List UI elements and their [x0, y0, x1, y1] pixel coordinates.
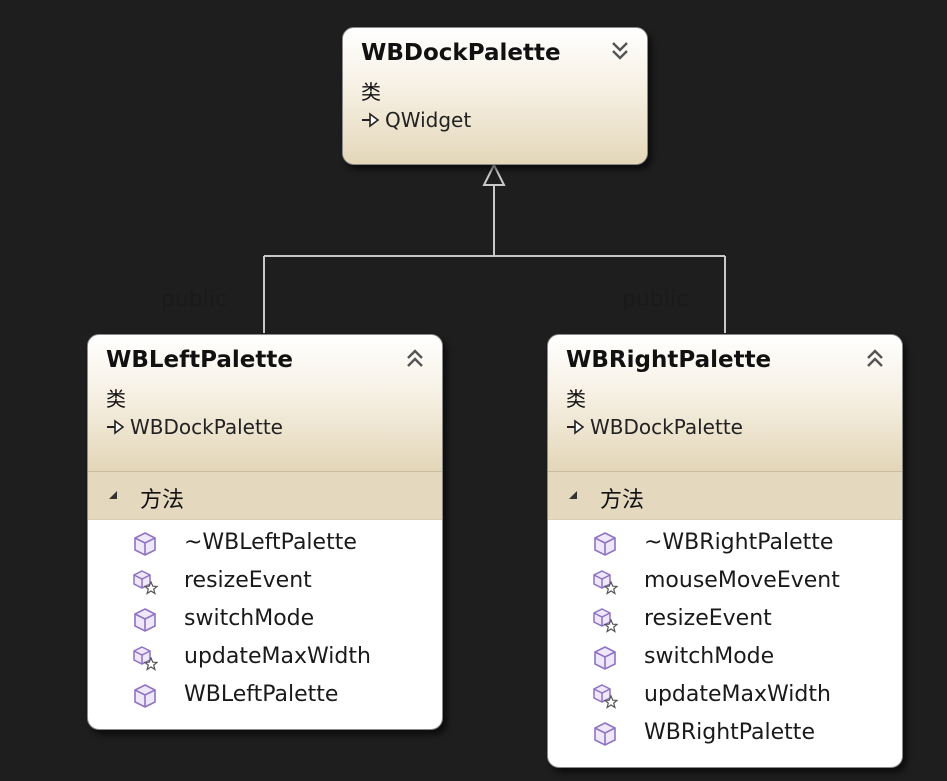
collapse-triangle-icon — [569, 491, 577, 499]
inheritance-connector — [263, 185, 726, 333]
method-label: mouseMoveEvent — [644, 568, 840, 593]
method-override-icon — [133, 646, 158, 671]
class-node-header: WBLeftPalette 类 WBDockPalette — [88, 335, 442, 472]
chevron-double-up-icon[interactable] — [404, 347, 426, 369]
method-icon — [594, 722, 616, 746]
method-override-icon — [593, 608, 618, 633]
method-icon — [594, 646, 616, 670]
class-kind: 类 — [566, 387, 586, 411]
method-row[interactable]: updateMaxWidth — [88, 638, 442, 676]
method-label: updateMaxWidth — [644, 682, 831, 707]
class-node-header: WBRightPalette 类 WBDockPalette — [548, 335, 902, 472]
class-kind: 类 — [106, 387, 126, 411]
method-row[interactable]: resizeEvent — [88, 562, 442, 600]
class-node-right[interactable]: WBRightPalette 类 WBDockPalette 方法 ~WBRig… — [547, 334, 903, 768]
class-name: WBLeftPalette — [106, 347, 293, 373]
method-row[interactable]: ~WBRightPalette — [548, 524, 902, 562]
base-class-ref: WBDockPalette — [566, 415, 743, 439]
method-list: ~WBRightPalette mouseMoveEvent resizeEvent… — [548, 520, 902, 752]
base-class-name: QWidget — [385, 108, 472, 132]
method-row[interactable]: resizeEvent — [548, 600, 902, 638]
method-icon — [134, 532, 156, 556]
methods-section-header[interactable]: 方法 — [548, 472, 902, 520]
chevron-double-down-icon[interactable] — [609, 40, 631, 62]
section-label: 方法 — [140, 488, 185, 513]
class-kind: 类 — [361, 80, 381, 104]
method-row[interactable]: switchMode — [88, 600, 442, 638]
method-label: switchMode — [644, 644, 775, 669]
method-label: ~WBRightPalette — [644, 530, 834, 555]
base-class-ref: WBDockPalette — [106, 415, 283, 439]
class-node-left[interactable]: WBLeftPalette 类 WBDockPalette 方法 ~WBLeft… — [87, 334, 443, 730]
method-label: updateMaxWidth — [184, 644, 371, 669]
method-icon — [134, 684, 156, 708]
method-label: ~WBLeftPalette — [184, 530, 357, 555]
method-label: switchMode — [184, 606, 315, 631]
method-label: WBRightPalette — [644, 720, 815, 745]
class-name: WBRightPalette — [566, 347, 772, 373]
inherits-icon — [567, 419, 584, 435]
method-row[interactable]: WBLeftPalette — [88, 676, 442, 714]
inherits-icon — [362, 112, 379, 128]
base-class-name: WBDockPalette — [130, 415, 283, 439]
method-override-icon — [133, 570, 158, 595]
method-override-icon — [593, 570, 618, 595]
method-row[interactable]: updateMaxWidth — [548, 676, 902, 714]
class-name: WBDockPalette — [361, 40, 561, 66]
edge-label-left: public — [161, 287, 228, 312]
class-node-header: WBDockPalette 类 QWidget — [343, 28, 647, 164]
inheritance-arrowhead-icon — [482, 162, 506, 186]
methods-section-header[interactable]: 方法 — [88, 472, 442, 520]
method-label: resizeEvent — [644, 606, 772, 631]
method-row[interactable]: WBRightPalette — [548, 714, 902, 752]
inherits-icon — [107, 419, 124, 435]
method-row[interactable]: switchMode — [548, 638, 902, 676]
class-node-base[interactable]: WBDockPalette 类 QWidget — [342, 27, 648, 165]
method-override-icon — [593, 684, 618, 709]
base-class-name: WBDockPalette — [590, 415, 743, 439]
chevron-double-up-icon[interactable] — [864, 347, 886, 369]
method-icon — [594, 532, 616, 556]
method-row[interactable]: ~WBLeftPalette — [88, 524, 442, 562]
base-class-ref: QWidget — [361, 108, 471, 132]
method-label: resizeEvent — [184, 568, 312, 593]
method-row[interactable]: mouseMoveEvent — [548, 562, 902, 600]
edge-label-right: public — [622, 287, 689, 312]
section-label: 方法 — [600, 488, 645, 513]
method-label: WBLeftPalette — [184, 682, 339, 707]
method-list: ~WBLeftPalette resizeEvent switchMode updat… — [88, 520, 442, 714]
collapse-triangle-icon — [109, 491, 117, 499]
method-icon — [134, 608, 156, 632]
